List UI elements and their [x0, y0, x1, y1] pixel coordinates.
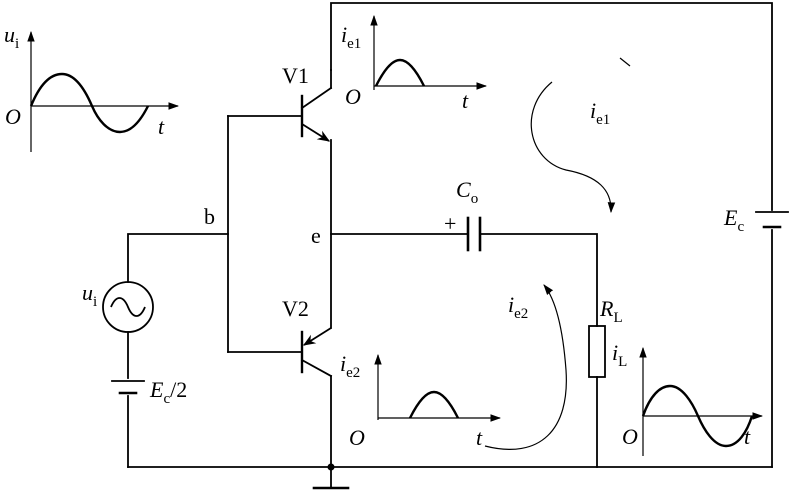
battery-half-main: E — [149, 377, 164, 402]
transistor-v2: V2 — [282, 296, 333, 378]
loop-ie1-tick — [619, 57, 631, 67]
plot-ui-origin: O — [5, 104, 21, 129]
loop-ie2-arrow — [484, 284, 567, 450]
plot-ie2-y-main: i — [340, 351, 346, 376]
ec-label-sub: c — [737, 219, 744, 235]
v2-label: V2 — [282, 296, 309, 321]
battery-half-tail: /2 — [170, 377, 187, 402]
wiring — [127, 2, 773, 490]
ac-source-circle — [102, 281, 154, 333]
capacitor-co: + Co — [444, 177, 482, 252]
v1-emitter — [301, 123, 331, 142]
output-wire-right — [479, 233, 598, 327]
plot-ie2-waveform — [408, 390, 460, 419]
plot-ie1-y-main: i — [341, 22, 347, 47]
cap-plus-label: + — [444, 211, 456, 236]
plot-ui-y-main: u — [4, 22, 15, 47]
plot-ie1-origin: O — [345, 84, 361, 109]
il-label: iL — [612, 340, 627, 370]
ac-source-sine — [110, 297, 146, 317]
v1-collector — [300, 86, 333, 110]
battery-supply: Ec — [723, 205, 789, 235]
load-resistor: RL iL — [588, 296, 627, 378]
node-e-label: e — [311, 223, 321, 248]
source-top-wire — [127, 233, 229, 283]
battery-half-sub: c — [163, 391, 170, 407]
rl-label: RL — [599, 296, 623, 326]
source-label-main: u — [82, 280, 93, 305]
plot-ui-y-label: ui — [4, 22, 19, 52]
loop-ie1-main: i — [590, 98, 596, 123]
plot-il: O t — [622, 346, 764, 456]
cap-label: Co — [456, 177, 478, 207]
rl-label-main: R — [599, 296, 614, 321]
ec-label-main: E — [723, 205, 738, 230]
il-label-sub: L — [618, 354, 627, 370]
plot-ie1-waveform — [374, 58, 426, 87]
input-source: ui — [82, 280, 154, 333]
plot-il-origin: O — [622, 424, 638, 449]
plot-ui-t-label: t — [158, 114, 165, 139]
battery-supply-gap — [760, 211, 784, 229]
loop-ie2-sub: e2 — [514, 306, 528, 322]
loop-ie1-label: ie1 — [590, 98, 610, 128]
rl-label-sub: L — [613, 310, 622, 326]
node-b-label: b — [204, 204, 215, 229]
v1-label: V1 — [282, 63, 309, 88]
loop-ie1-arrow — [530, 81, 616, 214]
plot-ui: ui O t — [4, 22, 180, 152]
loop-ie2-main: i — [508, 292, 514, 317]
plot-ui-waveform — [29, 72, 150, 134]
il-label-main: i — [612, 340, 618, 365]
cap-label-main: C — [456, 177, 471, 202]
plot-ie2-t-label: t — [476, 425, 483, 450]
cap-label-sub: o — [471, 191, 479, 207]
plot-ie2-origin: O — [349, 425, 365, 450]
plot-ie1-y-sub: e1 — [347, 36, 361, 52]
plot-ui-y-sub: i — [15, 36, 19, 52]
plot-ie2-y-label: ie2 — [340, 351, 360, 381]
v2-emitter — [302, 327, 332, 346]
loop-ie1-sub: e1 — [596, 112, 610, 128]
load-resistor-body — [588, 325, 606, 378]
loop-ie2-label: ie2 — [508, 292, 528, 322]
plot-ie1-y-label: ie1 — [341, 22, 361, 52]
plot-ie1-t-label: t — [462, 88, 469, 113]
source-label: ui — [82, 280, 97, 310]
plot-ie2-y-sub: e2 — [346, 365, 360, 381]
source-label-sub: i — [93, 294, 97, 310]
loop-current-ie2: ie2 — [484, 284, 567, 450]
v2-collector — [300, 358, 333, 378]
ec-label: Ec — [723, 205, 744, 235]
plot-il-waveform — [641, 384, 754, 448]
plot-ie1: ie1 O t — [341, 14, 488, 113]
plot-il-t-label: t — [744, 424, 751, 449]
top-rail-wire — [330, 2, 773, 211]
transistor-v1: V1 — [282, 63, 333, 142]
battery-half-label: Ec/2 — [149, 377, 187, 407]
plot-ie2: ie2 O t — [340, 351, 502, 450]
battery-half: Ec/2 — [111, 377, 187, 407]
loop-current-ie1: ie1 — [530, 57, 631, 214]
